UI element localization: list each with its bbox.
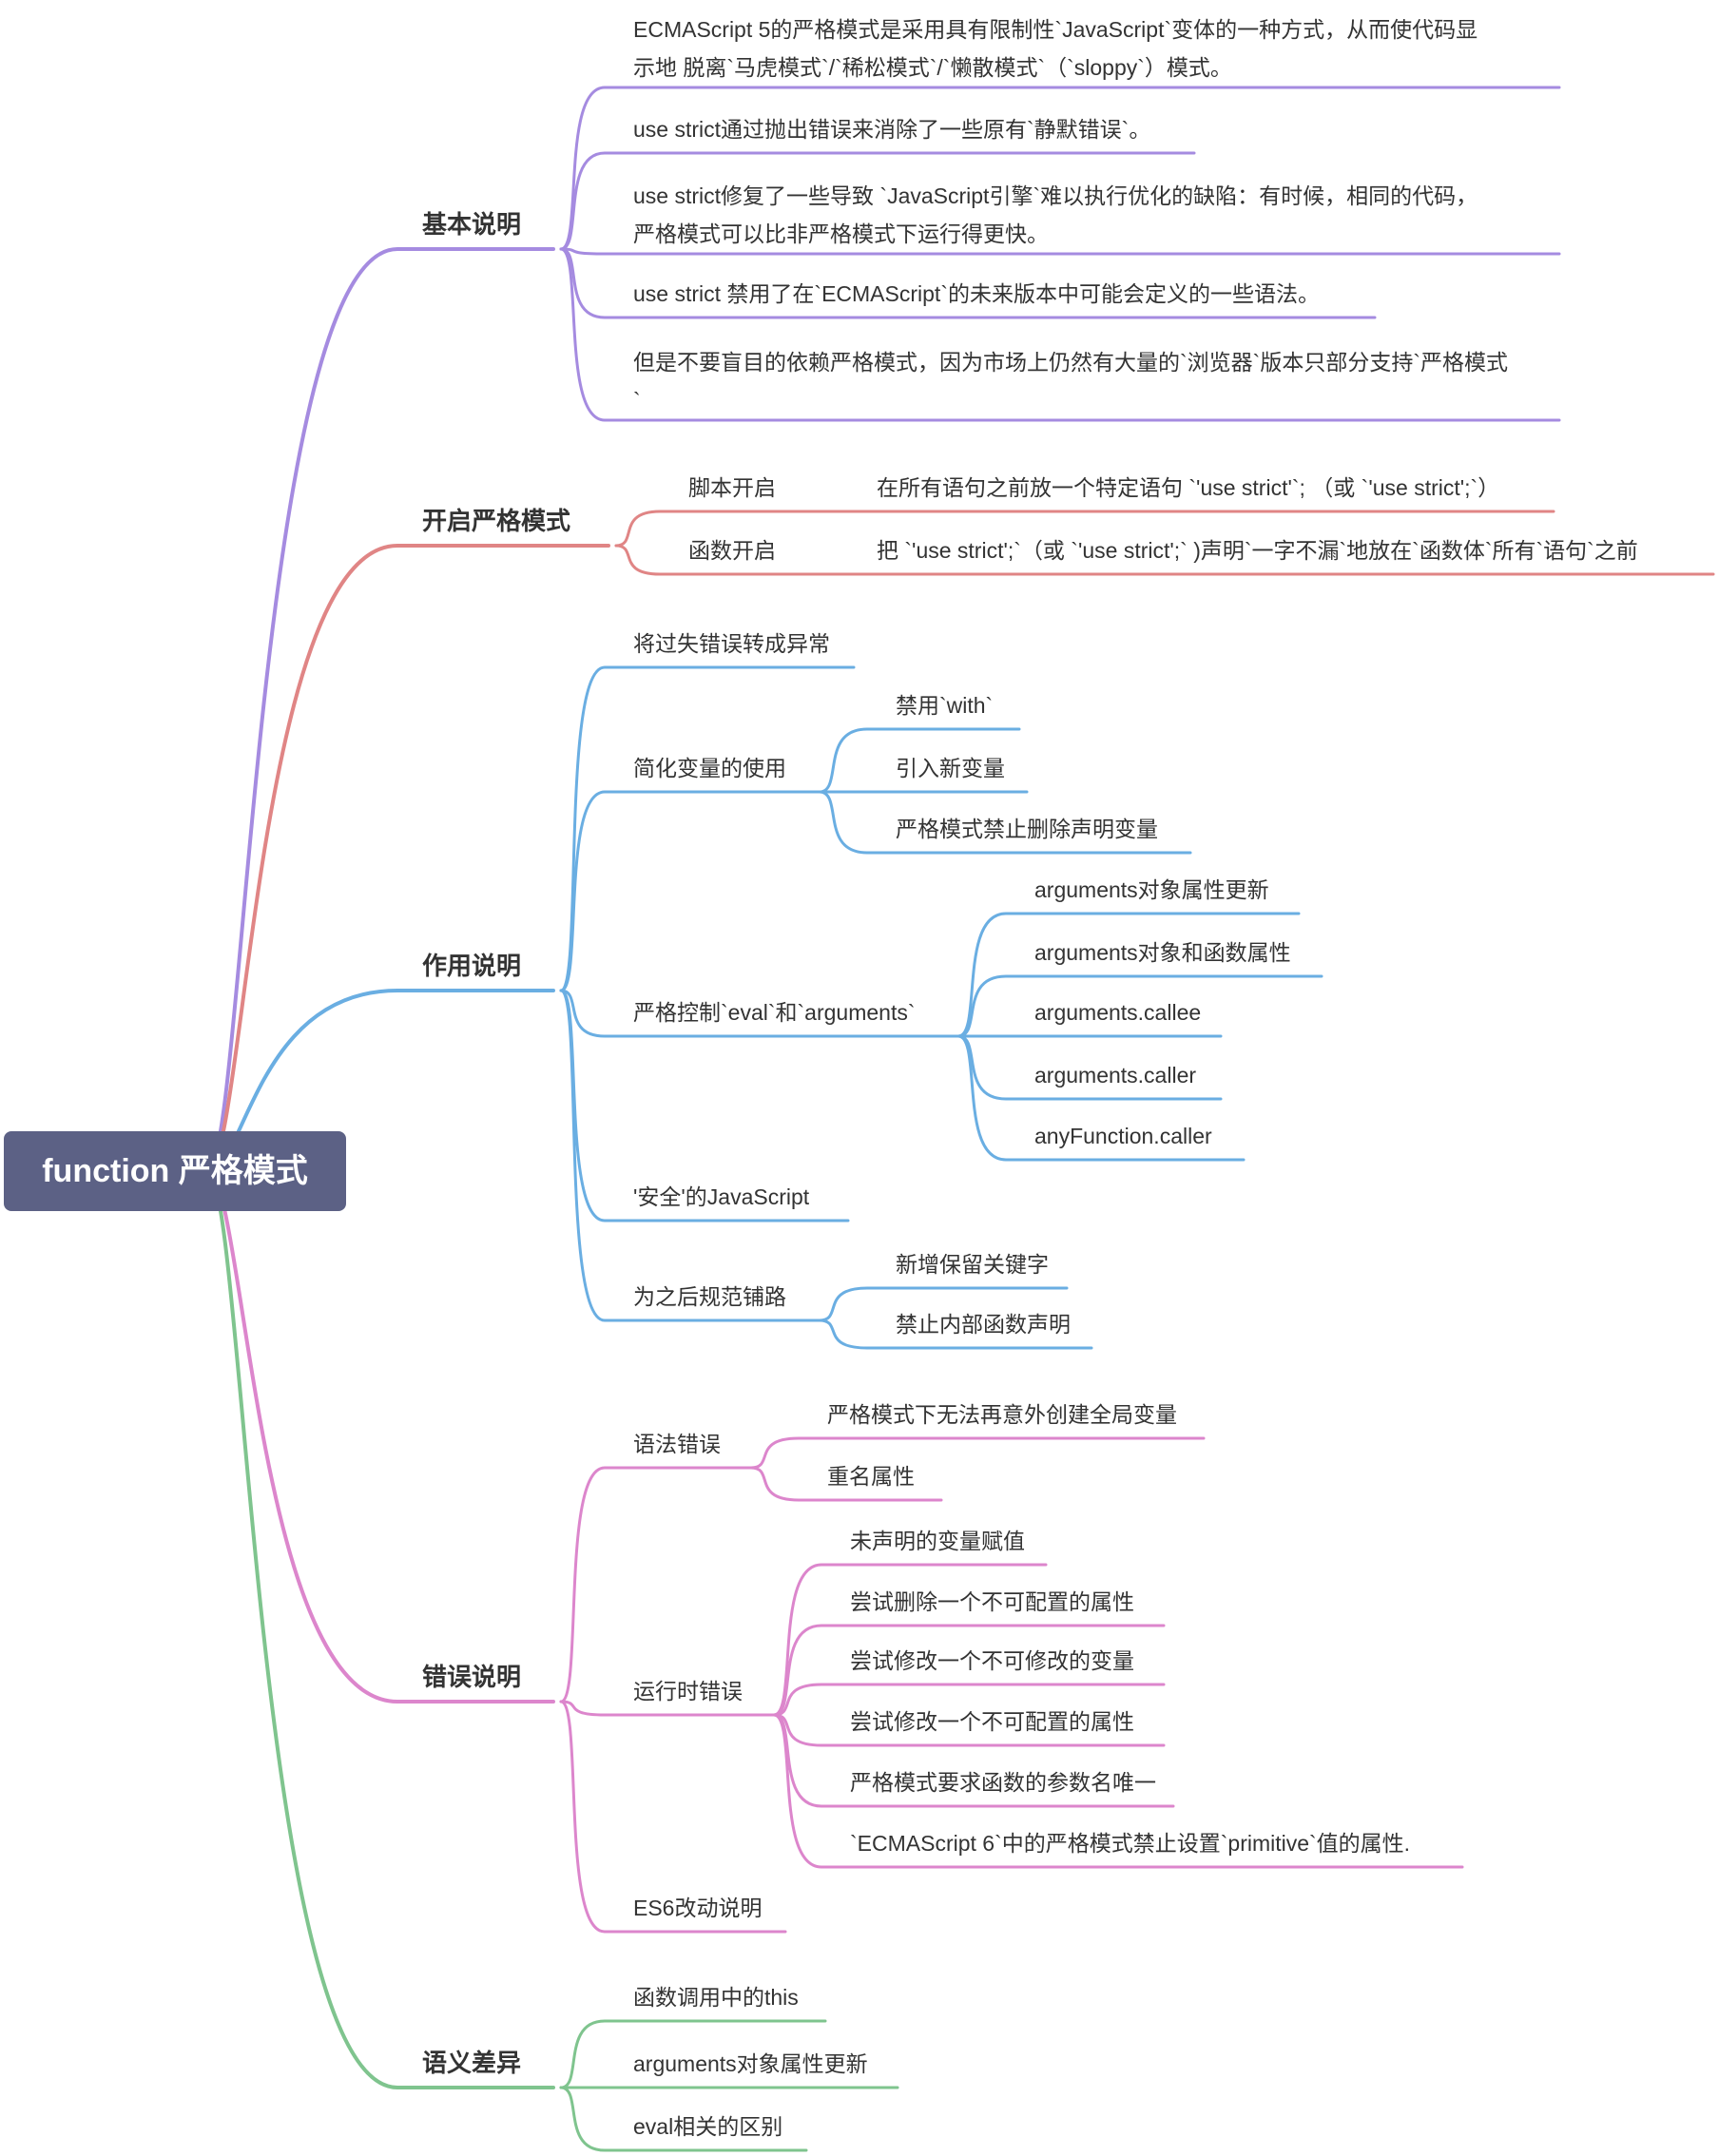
node-f1[interactable]: 将过失错误转成异常 xyxy=(633,631,830,656)
node-f3a[interactable]: arguments对象属性更新 xyxy=(1034,877,1269,902)
connector xyxy=(772,1713,1464,1869)
node-b2[interactable]: use strict通过抛出错误来消除了一些原有`静默错误`。 xyxy=(633,117,1151,142)
node-s3[interactable]: eval相关的区别 xyxy=(633,2114,783,2139)
connector xyxy=(559,2019,827,2089)
connector xyxy=(559,1466,755,1704)
connector xyxy=(559,790,823,992)
node-f2c[interactable]: 严格模式禁止删除声明变量 xyxy=(896,817,1158,841)
node-r1b[interactable]: 重名属性 xyxy=(827,1464,915,1489)
connector xyxy=(559,1700,787,1934)
connector xyxy=(956,1034,1246,1162)
branch-effect[interactable]: 作用说明 xyxy=(422,952,522,980)
connector xyxy=(559,247,1561,422)
node-r2f[interactable]: `ECMAScript 6`中的严格模式禁止设置`primitive`值的属性. xyxy=(850,1831,1411,1856)
node-r2[interactable]: 运行时错误 xyxy=(633,1679,743,1704)
node-e2a[interactable]: 把 `'use strict';`（或 `'use strict';` )声明`… xyxy=(877,538,1638,563)
connector xyxy=(559,247,1377,319)
connector xyxy=(749,1466,943,1502)
connector xyxy=(205,1169,555,2089)
connector xyxy=(614,510,854,548)
branch-semantic[interactable]: 语义差异 xyxy=(422,2049,522,2077)
connector xyxy=(205,544,610,1173)
connector xyxy=(818,1286,1069,1322)
node-r2b[interactable]: 尝试删除一个不可配置的属性 xyxy=(850,1589,1134,1614)
node-s2[interactable]: arguments对象属性更新 xyxy=(633,2051,868,2076)
node-f4[interactable]: '安全'的JavaScript xyxy=(633,1184,810,1209)
node-f3b[interactable]: arguments对象和函数属性 xyxy=(1034,940,1291,965)
node-r3[interactable]: ES6改动说明 xyxy=(633,1896,763,1920)
node-e1a[interactable]: 在所有语句之前放一个特定语句 `'use strict'`; （或 `'use … xyxy=(877,475,1500,500)
node-f3c[interactable]: arguments.callee xyxy=(1034,1000,1202,1025)
node-f2a[interactable]: 禁用`with` xyxy=(896,693,994,718)
node-b5[interactable]: 但是不要盲目的依赖严格模式，因为市场上仍然有大量的`浏览器`版本只部分支持`严格… xyxy=(633,350,1508,413)
branch-basic[interactable]: 基本说明 xyxy=(422,210,522,239)
node-b4[interactable]: use strict 禁用了在`ECMAScript`的未来版本中可能会定义的一… xyxy=(633,281,1320,306)
connector xyxy=(614,544,854,576)
node-e1[interactable]: 脚本开启 xyxy=(688,475,776,500)
node-f5a[interactable]: 新增保留关键字 xyxy=(896,1252,1049,1277)
node-r2c[interactable]: 尝试修改一个不可修改的变量 xyxy=(850,1648,1134,1673)
root-node-box[interactable] xyxy=(4,1131,346,1211)
node-b3[interactable]: use strict修复了一些导致 `JavaScript引擎`难以执行优化的缺… xyxy=(633,183,1478,246)
node-r2d[interactable]: 尝试修改一个不可配置的属性 xyxy=(850,1709,1134,1734)
node-f3[interactable]: 严格控制`eval`和`arguments` xyxy=(633,1000,916,1025)
connector xyxy=(559,1700,778,1717)
node-e2[interactable]: 函数开启 xyxy=(688,538,776,563)
node-r2a[interactable]: 未声明的变量赋值 xyxy=(850,1529,1025,1553)
node-f2[interactable]: 简化变量的使用 xyxy=(633,756,786,780)
node-f2b[interactable]: 引入新变量 xyxy=(896,756,1005,780)
root-node-label: function 严格模式 xyxy=(42,1153,308,1189)
connector xyxy=(818,790,1192,855)
connector xyxy=(772,1683,1166,1717)
node-r1[interactable]: 语法错误 xyxy=(633,1432,721,1456)
node-f5b[interactable]: 禁止内部函数声明 xyxy=(896,1312,1071,1337)
connector xyxy=(559,989,964,1038)
connector xyxy=(772,1563,1048,1717)
node-r1a[interactable]: 严格模式下无法再意外创建全局变量 xyxy=(827,1402,1177,1427)
connector xyxy=(956,912,1301,1038)
branch-enable[interactable]: 开启严格模式 xyxy=(422,507,571,535)
connector xyxy=(559,151,1196,251)
connector xyxy=(956,974,1323,1038)
connector xyxy=(749,1436,1206,1470)
connector xyxy=(559,2086,808,2152)
connector xyxy=(818,1319,1093,1350)
connector xyxy=(818,727,1021,794)
node-f3e[interactable]: anyFunction.caller xyxy=(1034,1124,1212,1148)
node-f5[interactable]: 为之后规范铺路 xyxy=(633,1284,786,1309)
node-f3d[interactable]: arguments.caller xyxy=(1034,1063,1197,1088)
node-s1[interactable]: 函数调用中的this xyxy=(633,1985,799,2010)
connector xyxy=(559,989,821,1322)
node-b1[interactable]: ECMAScript 5的严格模式是采用具有限制性`JavaScript`变体的… xyxy=(633,17,1478,80)
connector xyxy=(772,1624,1166,1717)
connector xyxy=(559,247,1561,256)
connector xyxy=(559,665,856,992)
connector xyxy=(205,247,555,1173)
connector xyxy=(205,1169,555,1704)
branch-errors[interactable]: 错误说明 xyxy=(422,1663,522,1691)
node-r2e[interactable]: 严格模式要求函数的参数名唯一 xyxy=(850,1770,1156,1795)
